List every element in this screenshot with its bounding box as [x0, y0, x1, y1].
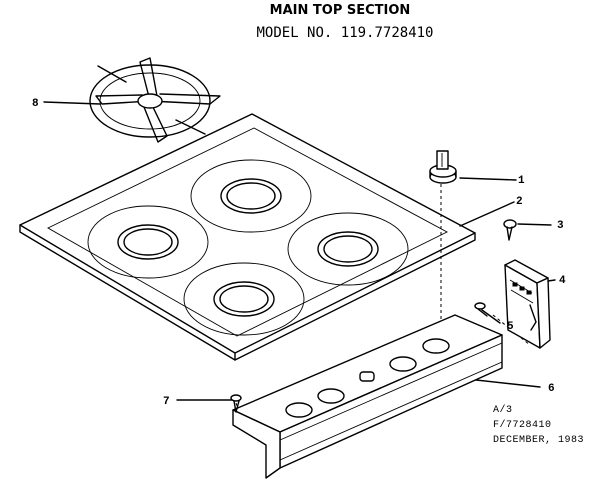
note-line-3: DECEMBER, 1983 [493, 435, 584, 446]
control-knob [429, 150, 457, 184]
burner-opening-back-left [87, 205, 209, 279]
section-title: MAIN TOP SECTION [270, 3, 411, 18]
burner-opening-front-right [287, 212, 409, 286]
note-line-1: A/3 [493, 404, 513, 416]
callout-4: 4 [559, 275, 566, 287]
note-line-2: F/7728410 [493, 419, 552, 431]
callout-3: 3 [557, 220, 564, 232]
burner-opening-back-right [190, 159, 312, 233]
side-bracket [504, 259, 551, 349]
callout-8: 8 [32, 98, 39, 110]
model-number: MODEL NO. 119.7728410 [256, 25, 433, 41]
callout-1: 1 [518, 175, 525, 187]
burner-grate [89, 57, 221, 143]
cooktop [19, 113, 476, 361]
screw-7 [230, 394, 242, 413]
callout-5: 5 [507, 321, 514, 333]
callout-7: 7 [163, 396, 170, 408]
manifold-panel [232, 314, 503, 479]
callout-6: 6 [548, 383, 555, 395]
screw-5 [474, 302, 488, 317]
callout-2: 2 [516, 196, 523, 208]
screw-3 [503, 219, 517, 241]
burner-opening-front-left [183, 262, 305, 336]
